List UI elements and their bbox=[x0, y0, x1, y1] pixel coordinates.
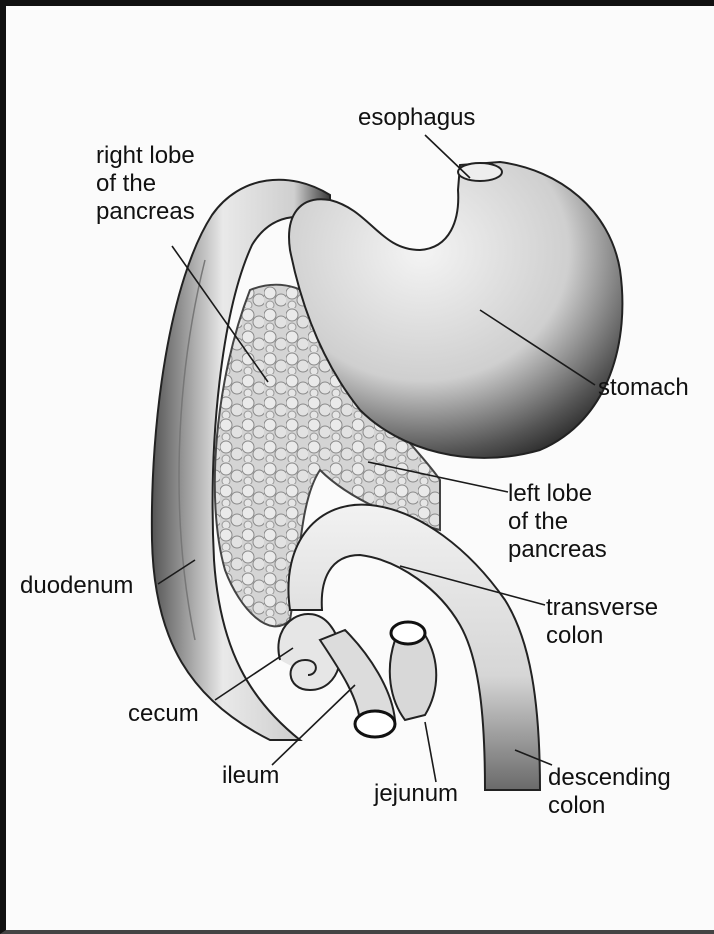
jejunum-label: jejunum bbox=[374, 780, 458, 808]
right-lobe-label: right lobe of the pancreas bbox=[96, 142, 195, 226]
left-lobe-label: left lobe of the pancreas bbox=[508, 480, 607, 564]
cecum-label: cecum bbox=[128, 700, 199, 728]
descending-colon-label: descending colon bbox=[548, 764, 671, 820]
stomach-label: stomach bbox=[598, 374, 689, 402]
esophagus-label: esophagus bbox=[358, 104, 475, 132]
transverse-colon-label: transverse colon bbox=[546, 594, 658, 650]
jejunum-shape bbox=[390, 635, 436, 720]
ileum-label: ileum bbox=[222, 762, 279, 790]
duodenum-label: duodenum bbox=[20, 572, 133, 600]
